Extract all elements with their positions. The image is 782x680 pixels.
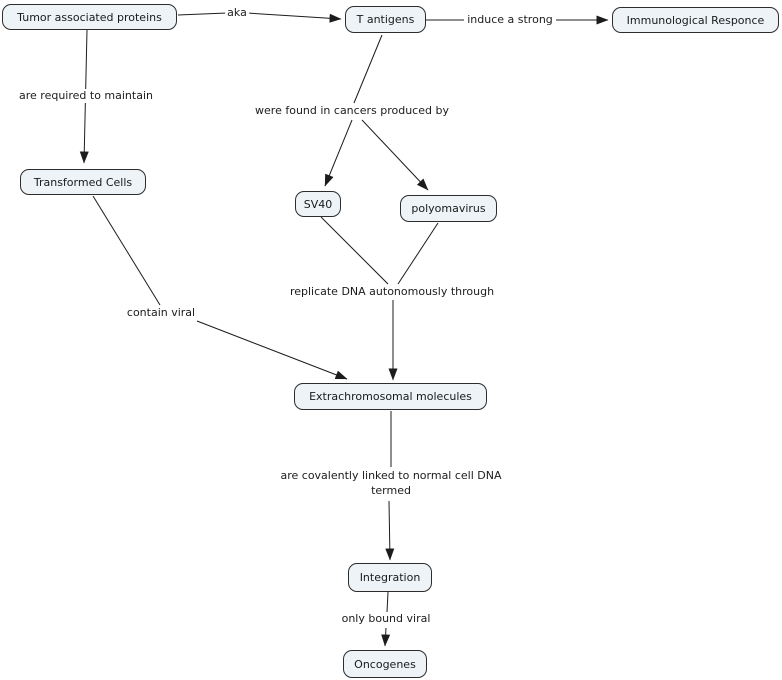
edge-label-are-covalently-linked[interactable]: are covalently linked to normal cell DNA… [276,468,506,498]
edge-label-contain-viral[interactable]: contain viral [124,306,198,320]
node-t-antigens[interactable]: T antigens [345,6,426,33]
edge-sv40-to-replicate [320,216,389,285]
node-extrachromosomal-molecules[interactable]: Extrachromosomal molecules [294,383,487,410]
edge-label-replicate-dna[interactable]: replicate DNA autonomously through [287,285,497,299]
node-sv40[interactable]: SV40 [295,191,341,217]
edge-contain-to-extrachromosomal [196,320,348,380]
edge-t-antigens-to-were-found [353,34,383,104]
edge-label-only-bound-viral[interactable]: only bound viral [339,612,433,626]
edge-aka-to-t-antigens [246,12,342,23]
edge-polyomavirus-to-replicate [397,222,439,285]
edge-tumor-to-aka [177,12,228,16]
node-polyomavirus[interactable]: polyomavirus [400,195,497,222]
edge-label-induce-a-strong[interactable]: induce a strong [465,13,555,27]
node-immunological-responce[interactable]: Immunological Responce [612,7,779,33]
edge-covalently-to-integration [385,500,395,561]
node-transformed-cells[interactable]: Transformed Cells [20,169,146,195]
edge-were-found-to-sv40 [324,119,353,187]
edge-integration-to-only-bound [386,591,389,613]
node-integration[interactable]: Integration [348,563,432,592]
edge-label-aka[interactable]: aka [225,6,249,20]
edge-were-found-to-polyomavirus [361,119,429,191]
edge-only-bound-to-oncogenes [381,627,391,647]
edge-label-were-found-in-cancers[interactable]: were found in cancers produced by [253,104,451,118]
node-tumor-associated-proteins[interactable]: Tumor associated proteins [2,4,177,30]
edge-transformed-to-contain [92,195,161,306]
node-oncogenes[interactable]: Oncogenes [343,650,427,678]
edge-label-are-required-to-maintain[interactable]: are required to maintain [17,89,155,103]
